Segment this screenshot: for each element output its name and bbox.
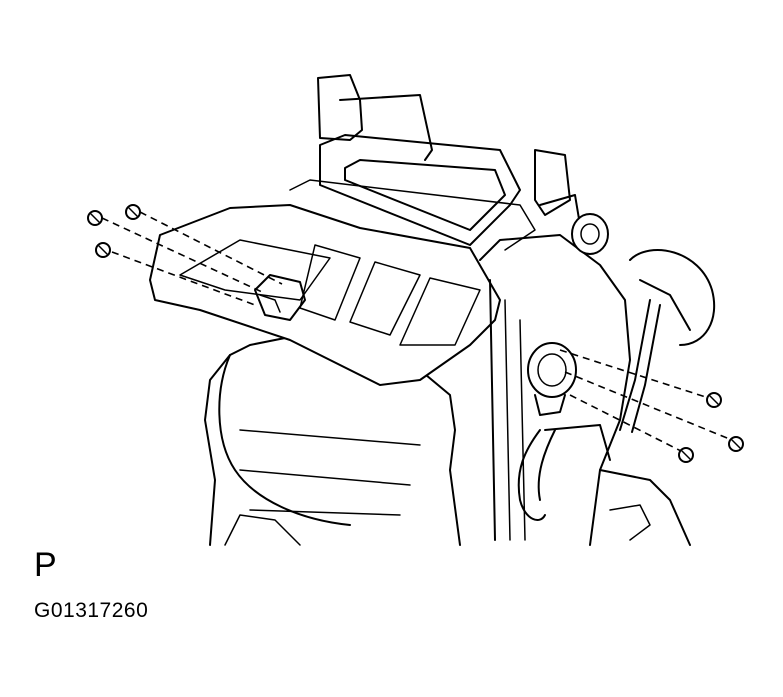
screw-icon (95, 242, 111, 258)
evaporator-cover (149, 204, 501, 386)
servo-motor-icon (527, 342, 577, 416)
screw-icon (706, 392, 722, 408)
screw-icon (87, 210, 103, 226)
side-case (479, 149, 716, 546)
screw-icon (678, 447, 694, 463)
servo-motor-icon (571, 213, 609, 255)
figure-code: G01317260 (34, 599, 149, 622)
screw-icon (125, 204, 141, 220)
view-letter: P (34, 546, 57, 584)
upper-case (289, 74, 536, 251)
screw-leader-lines (101, 211, 733, 453)
screw-icon (728, 436, 744, 452)
